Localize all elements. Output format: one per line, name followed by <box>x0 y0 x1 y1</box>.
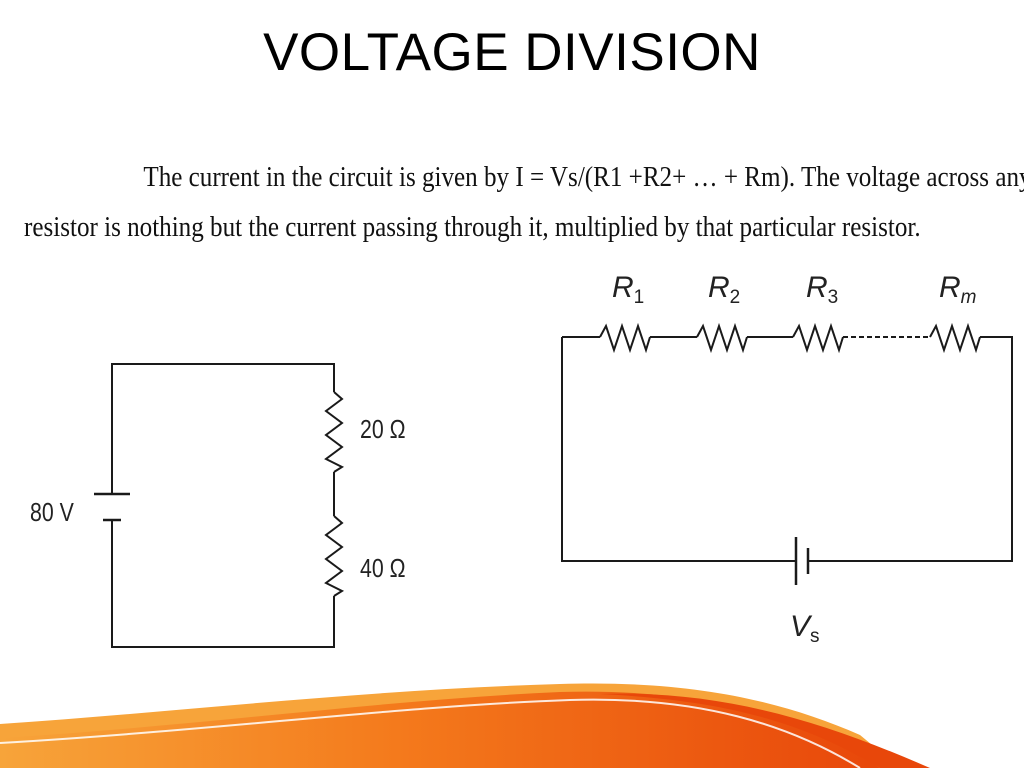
right-resistor-rm-zigzag <box>929 322 981 354</box>
right-resistor-r3-zigzag <box>792 322 844 354</box>
wave-white-stripe <box>0 698 861 768</box>
left-circuit-wire-top <box>111 363 335 494</box>
right-resistor-r1-zigzag <box>599 322 651 354</box>
wave-dark-edge <box>600 693 930 768</box>
explanation-paragraph: The current in the circuit is given by I… <box>24 152 1024 252</box>
right-wire-right-loop <box>808 336 1013 562</box>
right-resistor-r2-zigzag <box>696 322 748 354</box>
label-rm: Rm <box>939 271 977 308</box>
left-resistor-40-zigzag <box>324 515 345 597</box>
wave-main-band <box>0 691 880 768</box>
left-circuit-wire-bottom <box>111 520 335 648</box>
paragraph-line-1: The current in the circuit is given by I… <box>143 161 1024 193</box>
left-resistor-40-label: 40 Ω <box>360 554 406 584</box>
left-resistor-20-zigzag <box>324 391 345 473</box>
label-r1: R1 <box>612 271 644 308</box>
paragraph-line-2: resistor is nothing but the current pass… <box>24 211 921 243</box>
left-source-label: 80 V <box>30 498 74 528</box>
label-r3: R3 <box>806 271 838 308</box>
right-wire-left-loop <box>561 337 796 562</box>
slide-title: VOLTAGE DIVISION <box>263 23 761 82</box>
left-resistor-20-label: 20 Ω <box>360 415 406 445</box>
label-vs: Vs <box>790 610 820 647</box>
label-r2: R2 <box>708 271 740 308</box>
